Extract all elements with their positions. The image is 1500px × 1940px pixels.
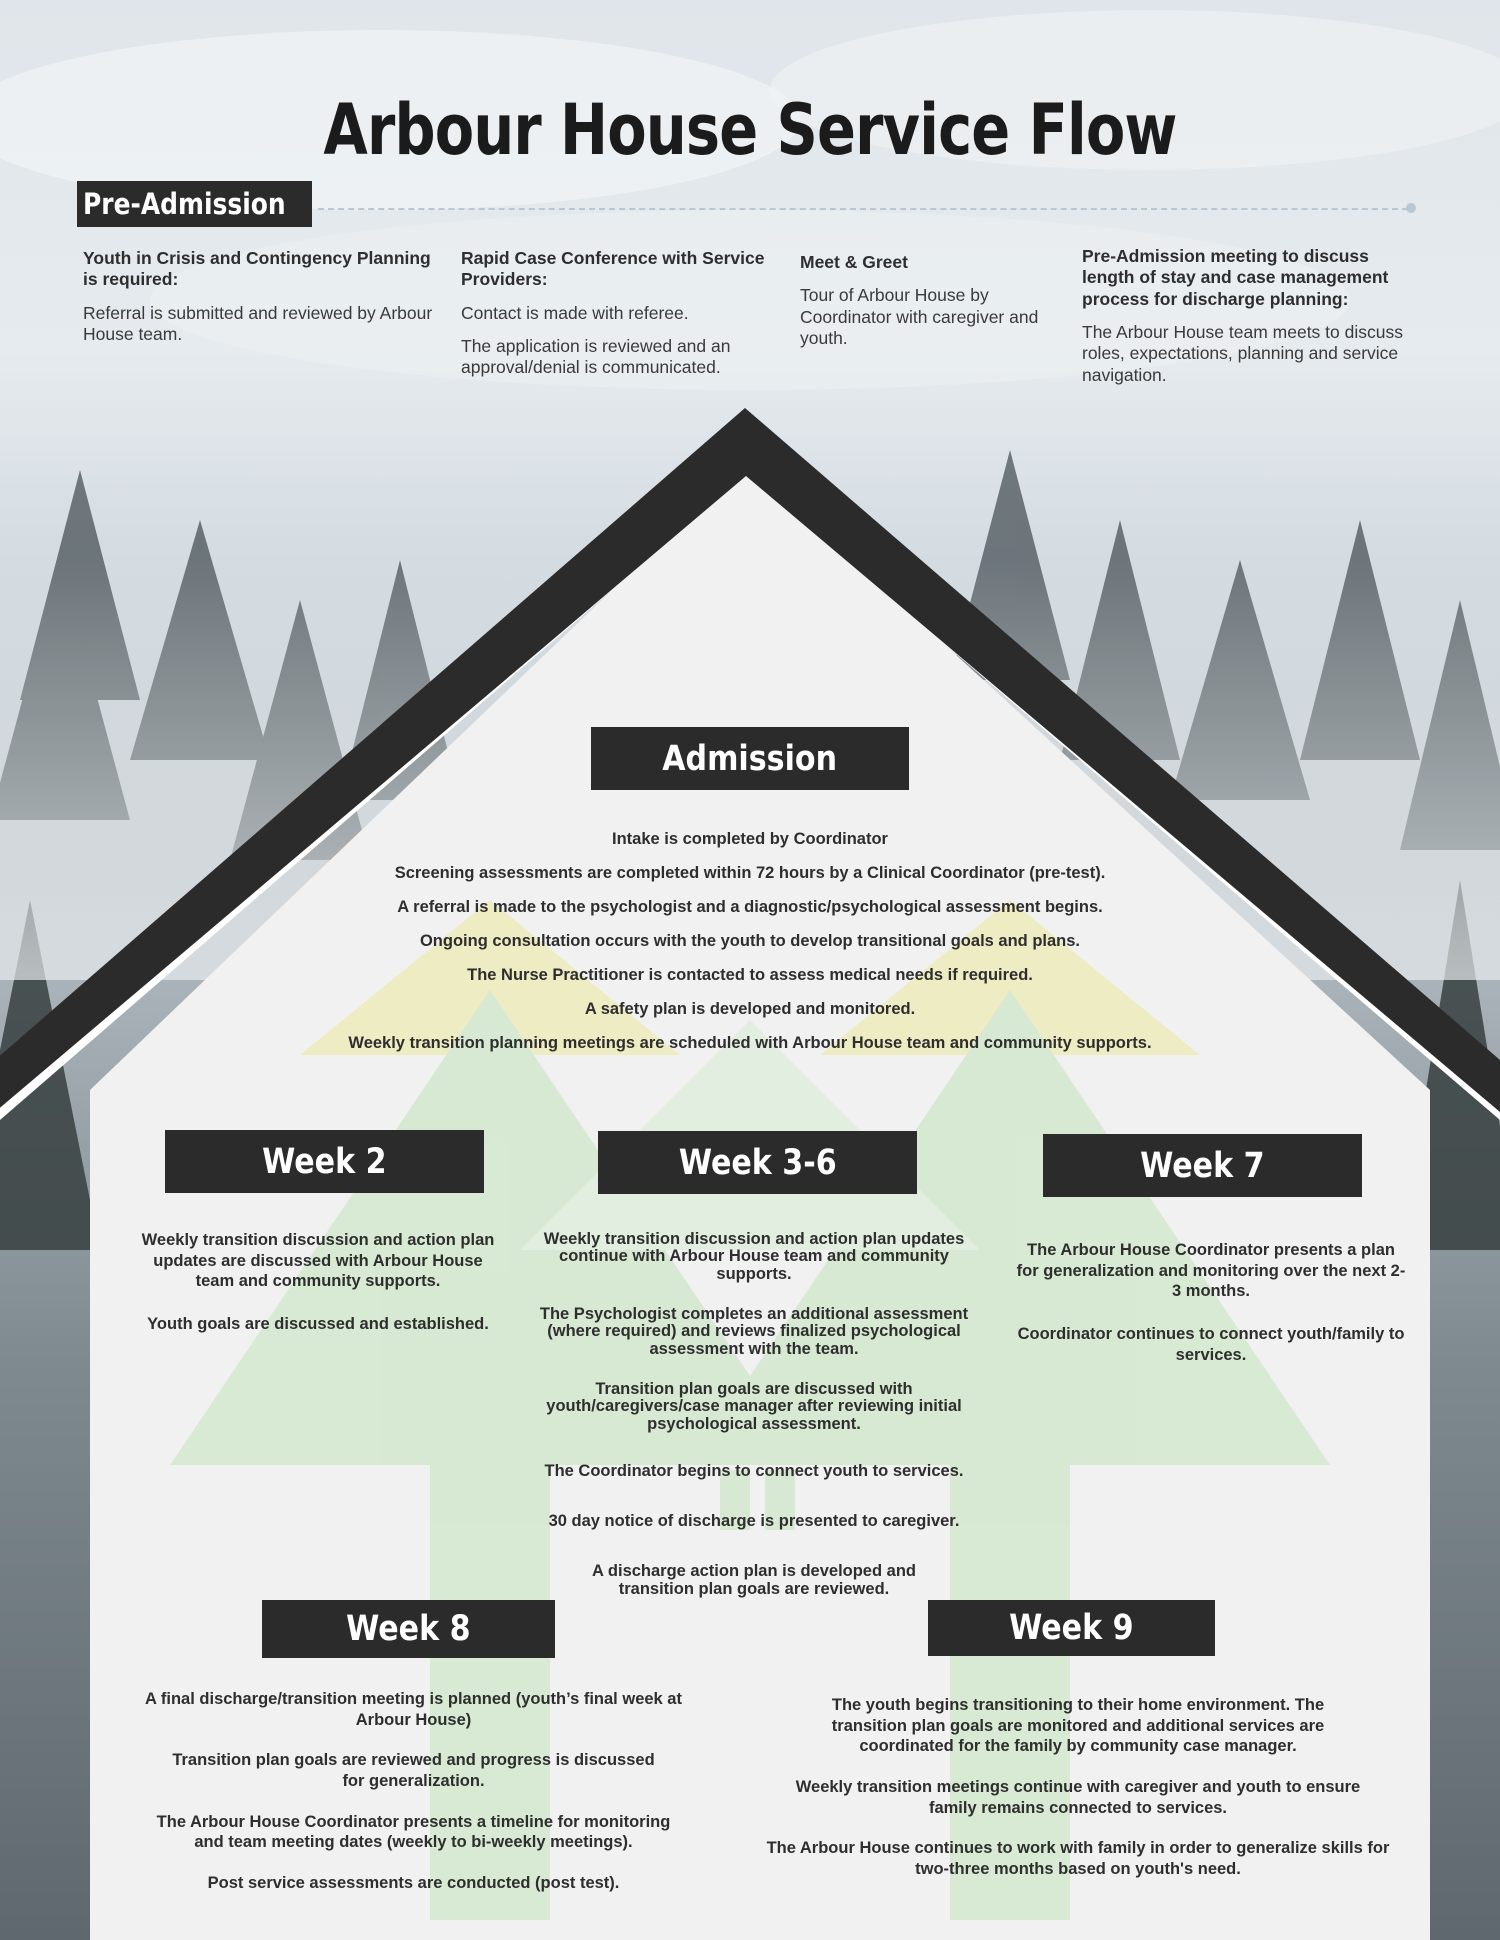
step-heading: Youth in Crisis and Contingency Planning… xyxy=(83,248,431,290)
step-heading: Pre-Admission meeting to discuss length … xyxy=(1082,246,1389,309)
week-3-6-item: Transition plan goals are discussed with… xyxy=(546,1379,962,1433)
admission-item: Screening assessments are completed with… xyxy=(394,864,1106,882)
week-3-6-item: 30 day notice of discharge is presented … xyxy=(548,1512,960,1531)
step-heading: Meet & Greet xyxy=(800,252,908,272)
week-3-6-item: The Psychologist completes an additional… xyxy=(539,1304,969,1358)
week-7-list: The Arbour House Coordinator presents a … xyxy=(1016,1240,1406,1378)
step-heading: Rapid Case Conference with Service Provi… xyxy=(461,248,765,290)
step-detail: Referral is submitted and reviewed by Ar… xyxy=(83,302,433,345)
week-2-label: Week 2 xyxy=(165,1130,484,1193)
pre-admission-step-case-conference: Rapid Case Conference with Service Provi… xyxy=(461,248,781,391)
week-3-6-label: Week 3-6 xyxy=(598,1131,917,1194)
pre-admission-step-meet-greet: Meet & Greet Tour of Arbour House by Coo… xyxy=(800,252,1070,361)
week-8-item: Post service assessments are conducted (… xyxy=(207,1873,620,1892)
step-detail: The Arbour House team meets to discuss r… xyxy=(1082,322,1403,385)
week-9-item: Weekly transition meetings continue with… xyxy=(795,1777,1361,1817)
timeline-divider xyxy=(318,208,1408,210)
pre-admission-label: Pre-Admission xyxy=(77,181,312,227)
week-9-item: The Arbour House continues to work with … xyxy=(766,1839,1390,1878)
week-9-list: The youth begins transitioning to their … xyxy=(762,1695,1394,1892)
admission-list: Intake is completed by Coordinator Scree… xyxy=(230,828,1270,1066)
week-8-label: Week 8 xyxy=(262,1600,555,1658)
week-7-label: Week 7 xyxy=(1043,1134,1362,1197)
week-9-item: The youth begins transitioning to their … xyxy=(831,1696,1325,1756)
week-2-item: Youth goals are discussed and establishe… xyxy=(147,1314,489,1333)
week-3-6-item: The Coordinator begins to connect youth … xyxy=(544,1461,964,1480)
admission-item: A safety plan is developed and monitored… xyxy=(584,1000,916,1018)
week-7-item: The Arbour House Coordinator presents a … xyxy=(1016,1241,1406,1301)
week-7-item: Coordinator continues to connect youth/f… xyxy=(1017,1324,1405,1364)
week-9-label: Week 9 xyxy=(928,1600,1215,1656)
admission-item: Weekly transition planning meetings are … xyxy=(348,1034,1152,1052)
pre-admission-step-crisis: Youth in Crisis and Contingency Planning… xyxy=(83,248,438,357)
week-8-item: Transition plan goals are reviewed and p… xyxy=(172,1751,655,1790)
step-detail: Tour of Arbour House by Coordinator with… xyxy=(800,285,1039,349)
admission-label: Admission xyxy=(591,727,909,790)
admission-item: A referral is made to the psychologist a… xyxy=(397,898,1103,916)
week-2-item: Weekly transition discussion and action … xyxy=(141,1231,495,1291)
week-3-6-item: A discharge action plan is developed and… xyxy=(592,1562,916,1598)
step-detail: Contact is made with referee. xyxy=(461,302,689,323)
week-8-item: A final discharge/transition meeting is … xyxy=(145,1690,682,1729)
page-title: Arbour House Service Flow xyxy=(323,88,1177,171)
week-8-list: A final discharge/transition meeting is … xyxy=(145,1689,682,1906)
step-detail: The application is reviewed and an appro… xyxy=(461,336,731,378)
timeline-endpoint xyxy=(1406,203,1416,213)
week-2-list: Weekly transition discussion and action … xyxy=(132,1230,504,1348)
admission-item: Ongoing consultation occurs with the you… xyxy=(419,932,1081,950)
week-3-6-list: Weekly transition discussion and action … xyxy=(520,1230,988,1611)
admission-item: Intake is completed by Coordinator xyxy=(612,830,888,848)
admission-item: The Nurse Practitioner is contacted to a… xyxy=(467,966,1033,984)
week-8-item: The Arbour House Coordinator presents a … xyxy=(156,1812,671,1852)
week-3-6-item: Weekly transition discussion and action … xyxy=(543,1230,965,1283)
pre-admission-step-meeting: Pre-Admission meeting to discuss length … xyxy=(1082,246,1422,398)
